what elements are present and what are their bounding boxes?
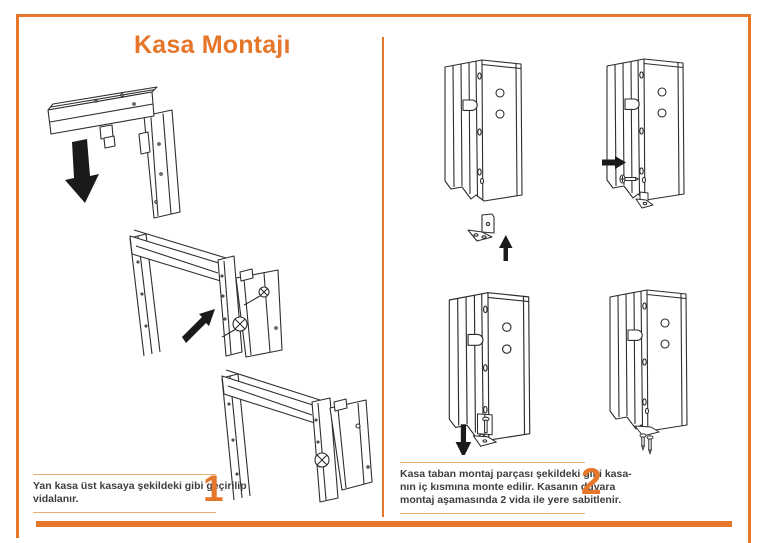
bracket-foot-drawing (634, 425, 660, 437)
page-border-top (16, 14, 751, 17)
figure-corner-screw-mounting (129, 229, 283, 358)
figure-base-bracket-align (444, 59, 523, 261)
page-border-right (748, 14, 751, 543)
up-arrow-icon (499, 235, 513, 261)
step-1-number: 1 (203, 468, 224, 509)
frame-corner-drawing (129, 229, 283, 358)
screw-large (314, 452, 330, 468)
jamb-profile (606, 58, 685, 201)
caption-line: vidalanır. (33, 493, 79, 505)
figure-top-frame-slide-onto-side-frame (47, 86, 181, 219)
caption-line: nın iç kısmına monte edilir. Kasanın duv… (400, 481, 616, 493)
page-title: Kasa Montajı (134, 31, 291, 59)
figure-jamb-slide-down (448, 292, 531, 455)
side-jamb-drawing (138, 109, 181, 219)
up-right-arrow-icon (182, 309, 215, 343)
section-divider (382, 37, 384, 517)
down-arrow-icon (65, 139, 99, 203)
figure-bracket-side-screw (602, 58, 685, 209)
floor-screws-drawing (639, 433, 654, 456)
figure-corner-assembled (221, 369, 373, 503)
frame-corner-drawing (221, 369, 373, 503)
bottom-accent-bar (36, 521, 732, 527)
l-bracket-foot-drawing (635, 191, 654, 209)
top-rail-drawing (47, 86, 158, 149)
step-1-caption: Yan kasa üst kasaya şekildeki gibi geçir… (33, 474, 247, 513)
bracket-with-screw-drawing (472, 413, 497, 447)
caption-line: Kasa taban montaj parçası şekildeki gibi… (400, 468, 632, 480)
jamb-profile (609, 289, 688, 432)
figure-bracket-floor-screws (609, 289, 688, 456)
caption-line: Yan kasa üst kasaya şekildeki gibi geçir… (33, 480, 247, 492)
screw-small (243, 286, 270, 306)
right-arrow-icon (602, 156, 626, 169)
step-2-number: 2 (581, 461, 602, 502)
page-border-left (16, 14, 19, 538)
down-arrow-icon (455, 424, 472, 455)
step-2-caption: Kasa taban montaj parçası şekildeki gibi… (400, 462, 632, 514)
l-bracket-drawing (467, 213, 495, 242)
caption-line: montaj aşamasında 2 vida ile yere sabitl… (400, 494, 622, 506)
jamb-profile (444, 59, 523, 202)
screw-large (221, 316, 248, 338)
side-screw-drawing (619, 174, 640, 184)
